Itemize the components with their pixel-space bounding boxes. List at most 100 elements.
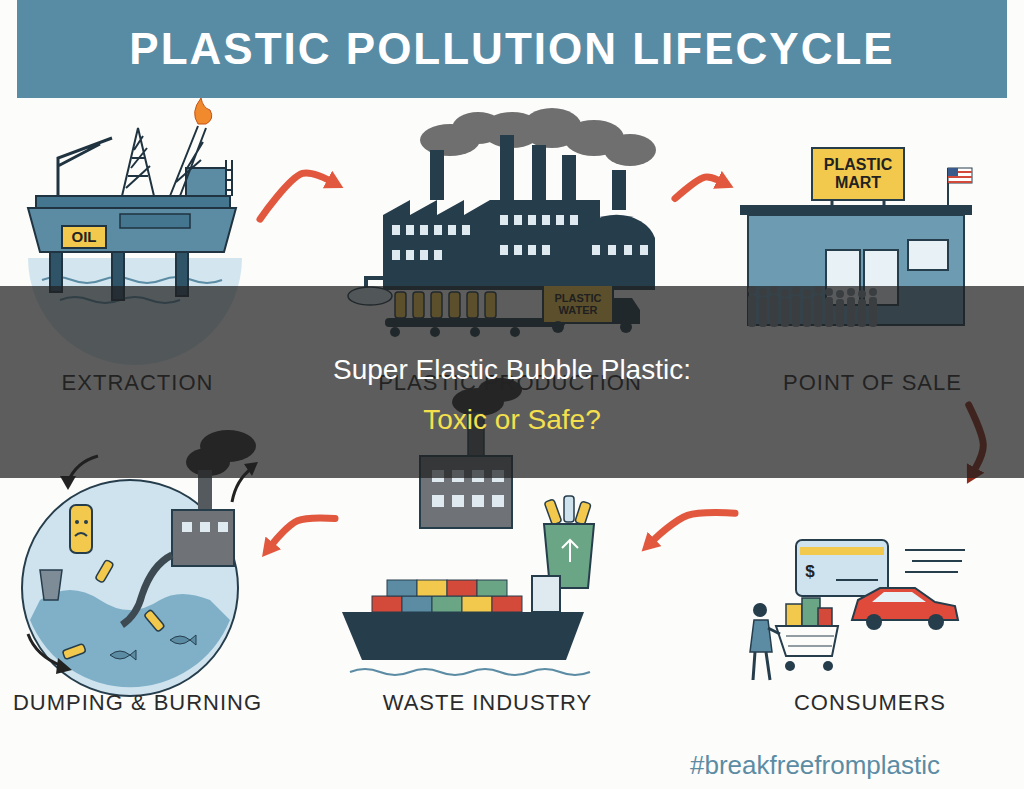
waste-industry-illustration [432,596,462,612]
consumers-illustration [786,604,802,626]
factory-illustration [624,245,632,255]
factory-illustration [542,215,550,225]
stage-label: WASTE INDUSTRY [383,690,593,716]
cycle-arrow [273,518,335,543]
factory-illustration [514,215,522,225]
factory-illustration [562,155,576,200]
waste-industry-illustration [575,501,591,525]
consumers-illustration [750,620,772,652]
oil-rig-illustration [42,277,222,283]
factory-illustration [430,150,444,200]
factory-illustration [500,135,514,200]
dumping-burning-illustration [110,650,136,660]
factory-illustration [556,215,564,225]
consumers-illustration [852,588,958,620]
stage-label: DUMPING & BURNING [13,690,262,716]
waste-industry-illustration [562,540,578,562]
waste-industry-illustration [417,580,447,596]
oil-rig-illustration [122,128,154,196]
factory-illustration [500,245,508,255]
factory-illustration [612,170,626,210]
store-illustration [812,148,904,200]
consumers-illustration [750,540,965,680]
store-illustration [948,176,972,178]
consumers-illustration [836,579,878,581]
consumers-illustration [786,636,834,646]
factory-illustration [462,225,470,235]
dumping-burning-illustration [75,520,79,524]
consumers-illustration [818,608,832,626]
oil-rig-illustration [186,168,226,196]
dumping-burning-illustration [30,590,230,687]
overlay-heading: Toxic or Safe? [0,402,1024,438]
factory-illustration [514,245,522,255]
store-illustration [948,181,972,183]
waste-industry-illustration [372,596,402,612]
cycle-arrow [655,512,735,539]
factory-illustration [528,215,536,225]
factory-illustration [392,250,400,260]
stage-panel: CONSUMERS [735,485,1005,720]
consumers-illustration [866,614,882,630]
dumping-burning-illustration [62,643,86,659]
factory-illustration [578,215,655,290]
waste-industry-illustration [402,596,432,612]
waste-industry-illustration [492,596,522,612]
dumping-burning-illustration [56,658,72,674]
store-illustration [908,240,948,270]
factory-illustration [592,245,600,255]
store-illustration [883,200,886,207]
card-symbol: $ [798,560,822,584]
dumping-burning-illustration [144,609,165,632]
dumping-burning-illustration [84,520,88,524]
oil-rig-illustration [62,226,106,248]
oil-rig-illustration [120,214,190,228]
waste-industry-illustration [564,496,574,522]
waste-industry-illustration [462,596,492,612]
consumers-illustration [796,540,888,596]
factory-illustration [420,250,428,260]
factory-illustration [640,245,648,255]
dumping-burning-illustration [70,505,92,553]
consumers-illustration [905,549,965,551]
factory-illustration [434,250,442,260]
factory-illustration [434,225,442,235]
factory-illustration [406,225,414,235]
stage-label: CONSUMERS [794,690,946,716]
store-illustration [948,168,972,183]
waste-industry-illustration [452,495,464,507]
consumers-illustration [753,603,767,617]
consumers-illustration [800,547,884,555]
waste-industry-illustration [472,495,484,507]
oil-rig-illustration [28,208,236,252]
waste-industry-illustration [532,576,560,612]
oil-rig-illustration [58,138,112,196]
oil-rig-illustration [36,196,230,208]
waste-industry-illustration [350,669,590,675]
consumers-illustration [912,560,962,562]
waste-industry-illustration [477,580,507,596]
title-band [17,0,1007,98]
factory-illustration [406,250,414,260]
factory-illustration [570,215,578,225]
factory-illustration [608,245,616,255]
oil-rig-illustration [170,126,206,196]
consumers-illustration [872,592,926,602]
cycle-arrow [260,173,328,219]
factory-illustration [528,245,536,255]
dumping-burning-illustration [95,559,114,583]
factory-illustration [383,200,600,290]
waste-industry-illustration [387,580,417,596]
consumers-illustration [753,652,770,680]
waste-industry-illustration [447,580,477,596]
illustration-text: OIL [62,226,106,248]
dumping-burning-illustration [75,533,87,536]
dumping-burning-illustration [22,480,238,696]
consumers-illustration [928,614,944,630]
waste-industry-illustration [544,499,562,525]
store-illustration [740,205,972,215]
dumping-burning-illustration [218,522,228,532]
overlay-heading: Super Elastic Bubble Plastic: [0,352,1024,388]
